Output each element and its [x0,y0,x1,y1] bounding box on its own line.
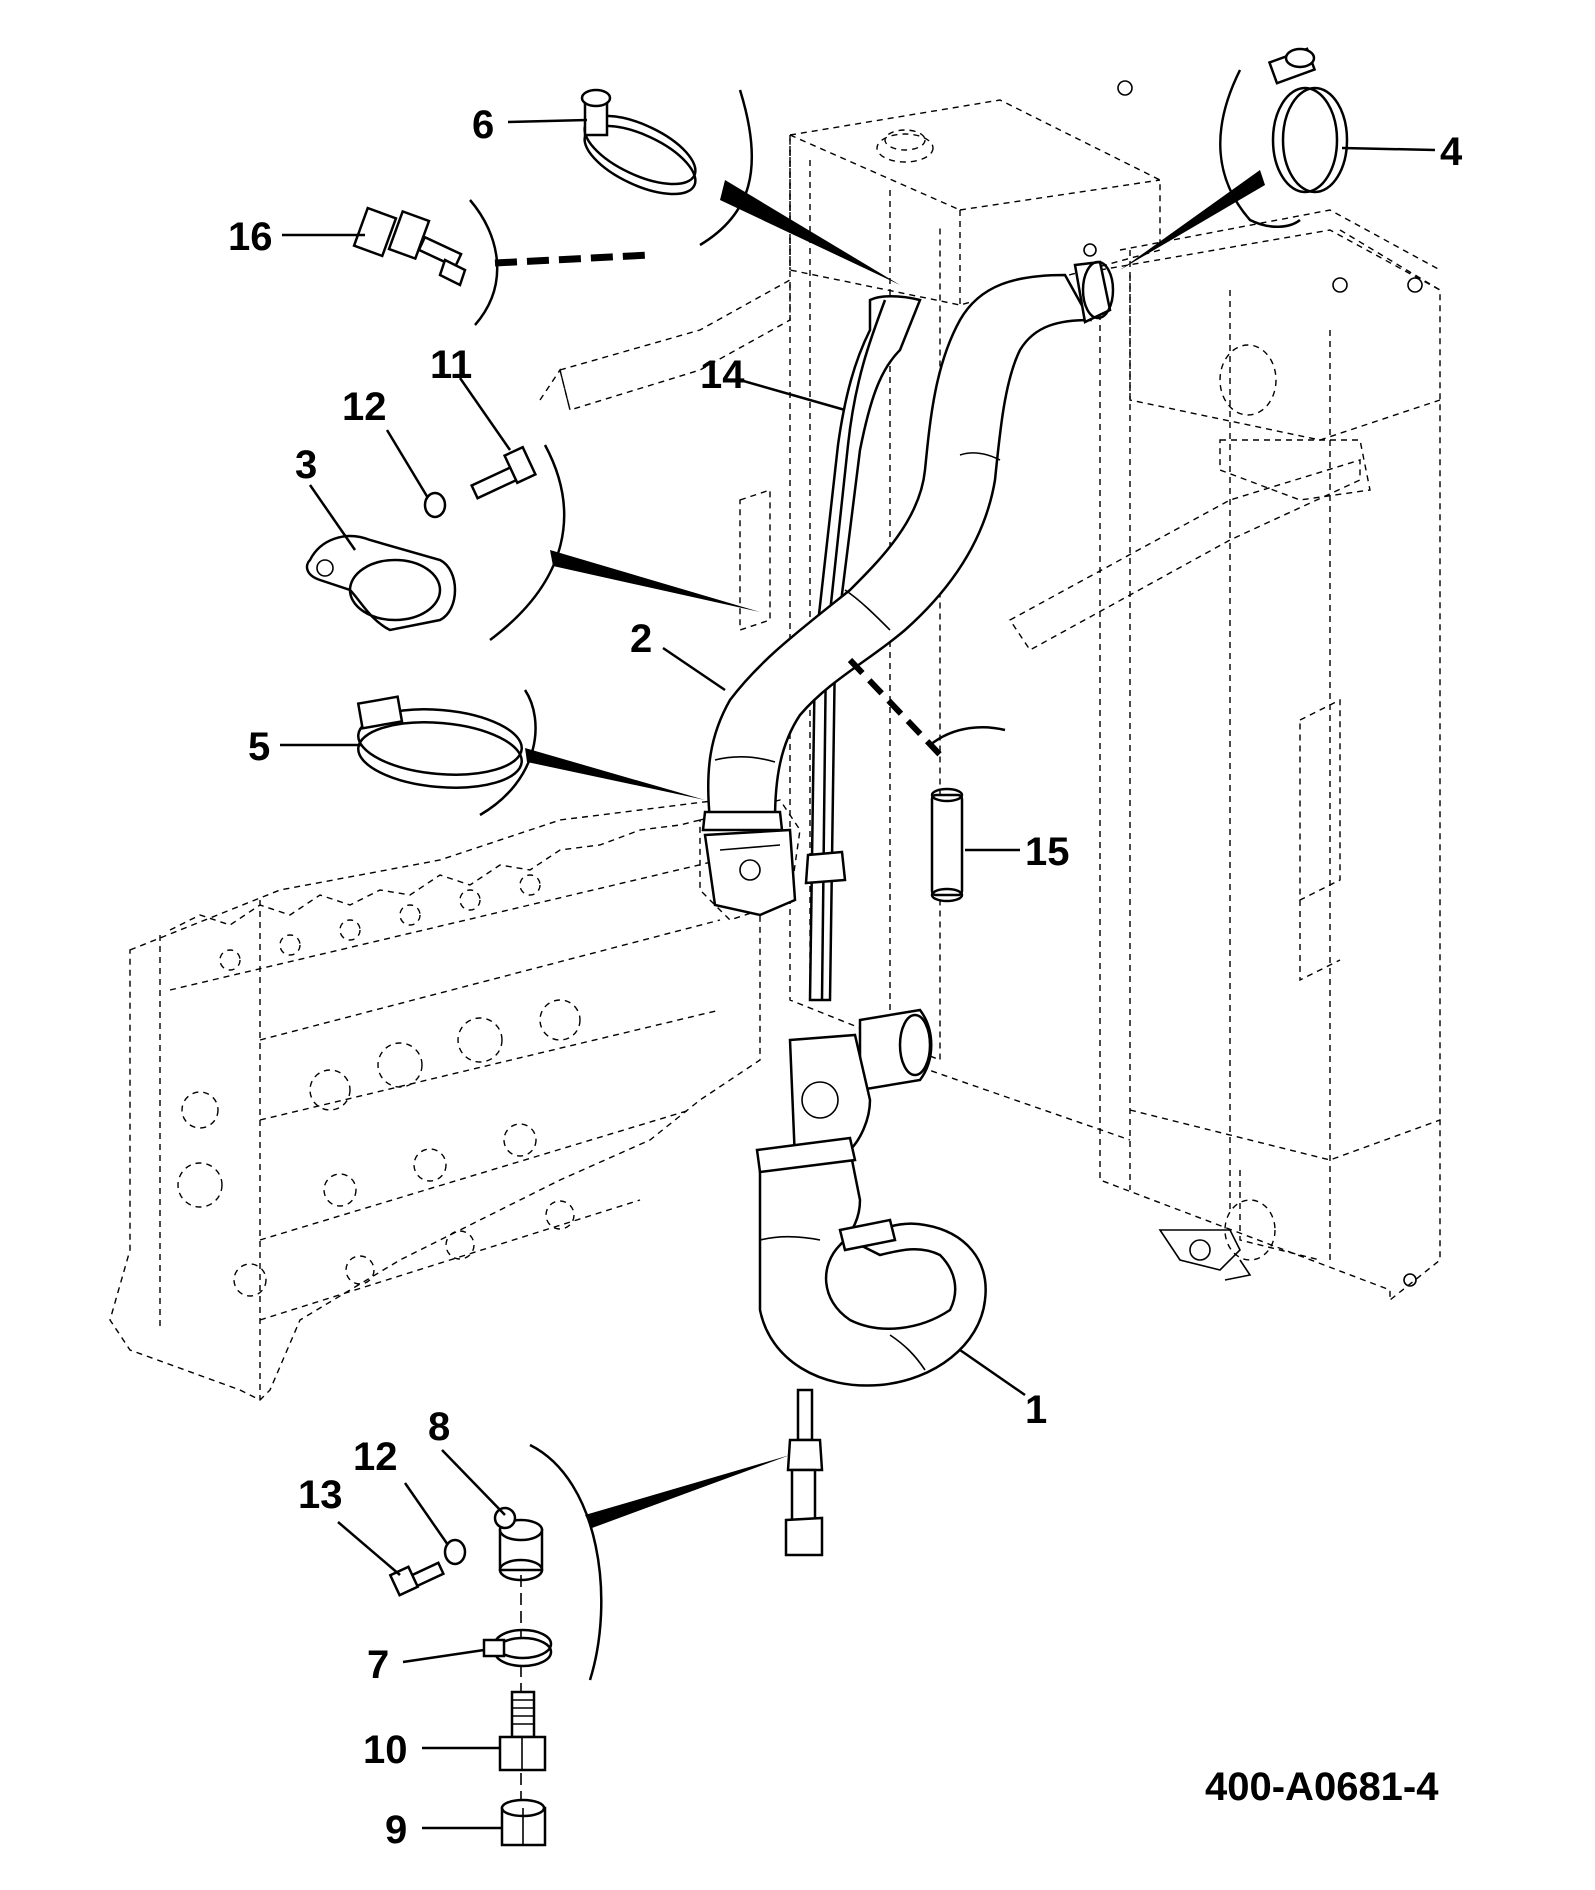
part-3-p-clip [305,534,457,632]
radiator-assembly [539,80,1441,1301]
callout-2: 2 [630,617,652,661]
part-5-hose-clamp [356,695,523,789]
callout-11: 11 [430,343,472,387]
part-8-clip [493,1506,544,1582]
callout-6: 6 [472,103,494,147]
part-12-washer-lower [443,1538,467,1566]
callout-8: 8 [428,1405,450,1449]
part-6-hose-clamp [580,88,697,196]
callout-10: 10 [363,1728,408,1772]
callout-12-lower: 12 [353,1435,398,1479]
part-11-bolt [470,445,538,500]
callout-13: 13 [298,1473,343,1517]
part-4-hose-clamp [1267,47,1349,194]
callout-7: 7 [367,1643,389,1687]
callout-16: 16 [228,215,273,259]
detail-pointers [494,170,1265,1528]
drawing-code: 400-A0681-4 [1205,1765,1439,1809]
part-15-sleeve [930,787,964,903]
hose-2-upper [701,260,1115,832]
part-16-temperature-sensor [352,206,467,287]
callout-3: 3 [295,443,317,487]
part-9-cap-nut [500,1798,547,1847]
part-13-bolt [388,1561,446,1597]
callout-14: 14 [700,353,745,397]
callout-leaders [280,118,1436,1830]
engine-block [109,799,801,1401]
hose-14 [808,295,922,1002]
pipe-clip [804,850,847,885]
callout-9: 9 [385,1808,407,1852]
callout-12-upper: 12 [342,385,387,429]
callout-15: 15 [1025,830,1070,874]
part-10-adaptor [498,1690,547,1772]
callout-1: 1 [1025,1388,1047,1432]
callout-5: 5 [248,725,270,769]
callout-4: 4 [1440,130,1463,174]
hose-1-lower [755,1008,987,1557]
part-7-hose-clamp [482,1628,553,1668]
part-12-washer-upper [423,491,447,519]
thermostat-housing [703,828,797,917]
callout-labels: 6 4 16 11 12 3 14 2 5 15 1 8 12 13 7 10 … [228,103,1463,1852]
